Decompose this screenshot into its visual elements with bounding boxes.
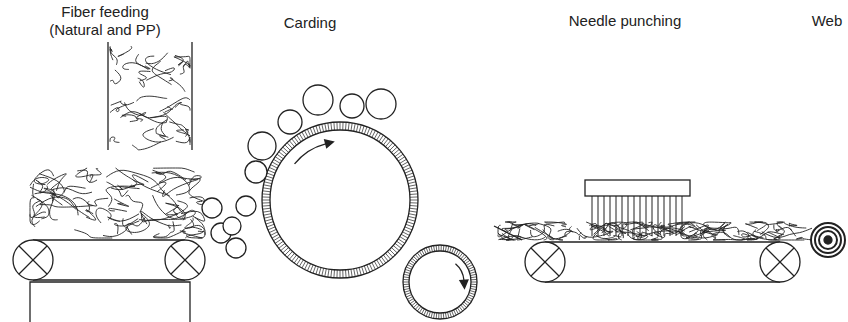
worker-roller (245, 161, 267, 183)
worker-roller (278, 110, 302, 134)
feed-roller (236, 196, 256, 216)
conveyor-roller (525, 242, 565, 282)
hopper-fibers (110, 46, 190, 150)
worker-roller (340, 94, 364, 118)
stage-label: Needle punching (555, 12, 695, 30)
stage-label: Fiber feeding (Natural and PP) (40, 3, 170, 39)
feed-belt (33, 240, 185, 280)
roller-cross (531, 248, 559, 276)
conveyor-roller (760, 242, 800, 282)
carding-cylinder (262, 122, 418, 278)
worker-roller (303, 85, 333, 115)
needles (592, 196, 682, 236)
feed-roller (202, 198, 222, 218)
feed-roller (226, 238, 246, 258)
conveyor-roller (13, 240, 53, 280)
stage-label: Web (808, 12, 846, 30)
conveyor-roller (165, 240, 205, 280)
roller-cross (766, 248, 794, 276)
feed-roller (223, 217, 241, 235)
needle-board (585, 180, 690, 196)
worker-roller (366, 89, 396, 119)
punch-belt (545, 242, 780, 282)
stage-label: Carding (270, 14, 350, 32)
roller-cross (171, 246, 199, 274)
rotation-arrow (455, 264, 467, 289)
doffer-cylinder (403, 245, 477, 319)
fed-fibers (30, 168, 205, 238)
worker-roller (248, 132, 276, 160)
roller-cross (19, 246, 47, 274)
fiber-hopper (108, 42, 192, 150)
web-fibers (498, 222, 812, 240)
rotation-arrow (295, 140, 334, 164)
web-roll (811, 223, 845, 257)
belt-stand (30, 282, 190, 322)
